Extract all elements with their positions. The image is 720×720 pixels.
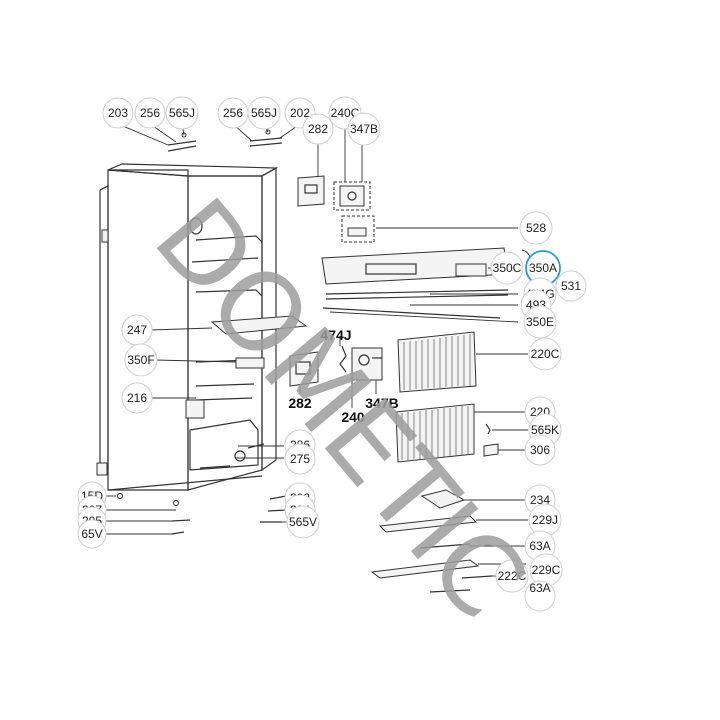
- fridge-cabinet: [96, 163, 279, 491]
- thermostat-lower: [351, 347, 383, 381]
- part-474j: [339, 345, 347, 373]
- evaporator-220: [395, 403, 475, 463]
- callout-63a: 63A: [524, 580, 556, 612]
- svg-text:256: 256: [223, 106, 243, 120]
- svg-text:229J: 229J: [532, 513, 558, 527]
- callout-229j: 229J: [528, 503, 562, 537]
- svg-text:234: 234: [530, 493, 550, 507]
- svg-text:240C: 240C: [331, 106, 360, 120]
- svg-text:65V: 65V: [81, 527, 102, 541]
- callout-240-bold: 240: [341, 409, 365, 425]
- callout-63a: 63A: [524, 530, 556, 562]
- callout-531: 531: [555, 270, 587, 302]
- callout-203: 203: [102, 97, 134, 129]
- svg-text:282: 282: [308, 122, 328, 136]
- callout-565j: 565J: [247, 96, 281, 130]
- svg-text:275: 275: [290, 452, 310, 466]
- glass-shelf-229c: [370, 559, 480, 579]
- svg-text:240: 240: [341, 409, 365, 425]
- svg-text:350C: 350C: [493, 261, 522, 275]
- svg-text:565V: 565V: [289, 515, 317, 529]
- callout-474j: 474J: [320, 327, 351, 343]
- svg-text:256: 256: [140, 106, 160, 120]
- part-282-lower: [289, 351, 319, 387]
- part-63a-upper: [419, 543, 471, 549]
- part-528: [341, 215, 375, 243]
- svg-text:203: 203: [108, 106, 128, 120]
- svg-text:347B: 347B: [350, 122, 378, 136]
- evaporator-220c: [397, 331, 477, 393]
- callout-565v: 565V: [286, 505, 320, 539]
- svg-text:347B: 347B: [365, 395, 398, 411]
- control-panel-assembly: [321, 247, 509, 319]
- callout-350f: 350F: [124, 343, 158, 377]
- callout-275: 275: [284, 443, 316, 475]
- callout-220c: 220C: [528, 337, 562, 371]
- svg-text:63A: 63A: [529, 539, 550, 553]
- svg-text:350A: 350A: [529, 261, 557, 275]
- callout-247: 247: [121, 314, 153, 346]
- part-350f: [235, 357, 265, 369]
- shelf-247: [210, 315, 308, 335]
- svg-text:528: 528: [526, 221, 546, 235]
- part-306: [483, 443, 499, 457]
- callout-347b-bold: 347B: [365, 395, 398, 411]
- callout-282: 282: [302, 113, 334, 145]
- callout-306: 306: [524, 434, 556, 466]
- svg-text:350E: 350E: [526, 315, 554, 329]
- svg-text:531: 531: [561, 279, 581, 293]
- svg-text:220C: 220C: [531, 347, 560, 361]
- top-hinge-right: [249, 129, 283, 147]
- callout-282-bold: 282: [288, 395, 312, 411]
- callout-350e: 350E: [523, 305, 557, 339]
- svg-text:247: 247: [127, 323, 147, 337]
- svg-text:202: 202: [290, 106, 310, 120]
- svg-text:474J: 474J: [320, 327, 351, 343]
- svg-text:216: 216: [127, 391, 147, 405]
- callout-350c: 350C: [490, 251, 524, 285]
- thermostat-upper: [333, 181, 371, 211]
- svg-text:565J: 565J: [169, 106, 195, 120]
- glass-shelf-229j: [378, 515, 478, 533]
- callout-216: 216: [121, 382, 153, 414]
- svg-text:222C: 222C: [498, 569, 527, 583]
- callout-222c: 222C: [495, 559, 529, 593]
- svg-text:282: 282: [288, 395, 312, 411]
- callout-565j: 565J: [165, 96, 199, 130]
- svg-text:350F: 350F: [127, 353, 154, 367]
- callout-65v: 65V: [77, 519, 107, 549]
- svg-text:565J: 565J: [251, 106, 277, 120]
- callout-347b: 347B: [347, 112, 381, 146]
- top-hinge-left: [167, 132, 197, 152]
- svg-text:565K: 565K: [531, 423, 559, 437]
- callout-256: 256: [217, 97, 249, 129]
- svg-text:63A: 63A: [529, 581, 550, 595]
- svg-text:306: 306: [530, 443, 550, 457]
- svg-text:229C: 229C: [532, 563, 561, 577]
- callout-528: 528: [519, 211, 553, 245]
- part-282-upper: [297, 175, 325, 207]
- part-565k: [485, 423, 491, 435]
- callout-256: 256: [134, 97, 166, 129]
